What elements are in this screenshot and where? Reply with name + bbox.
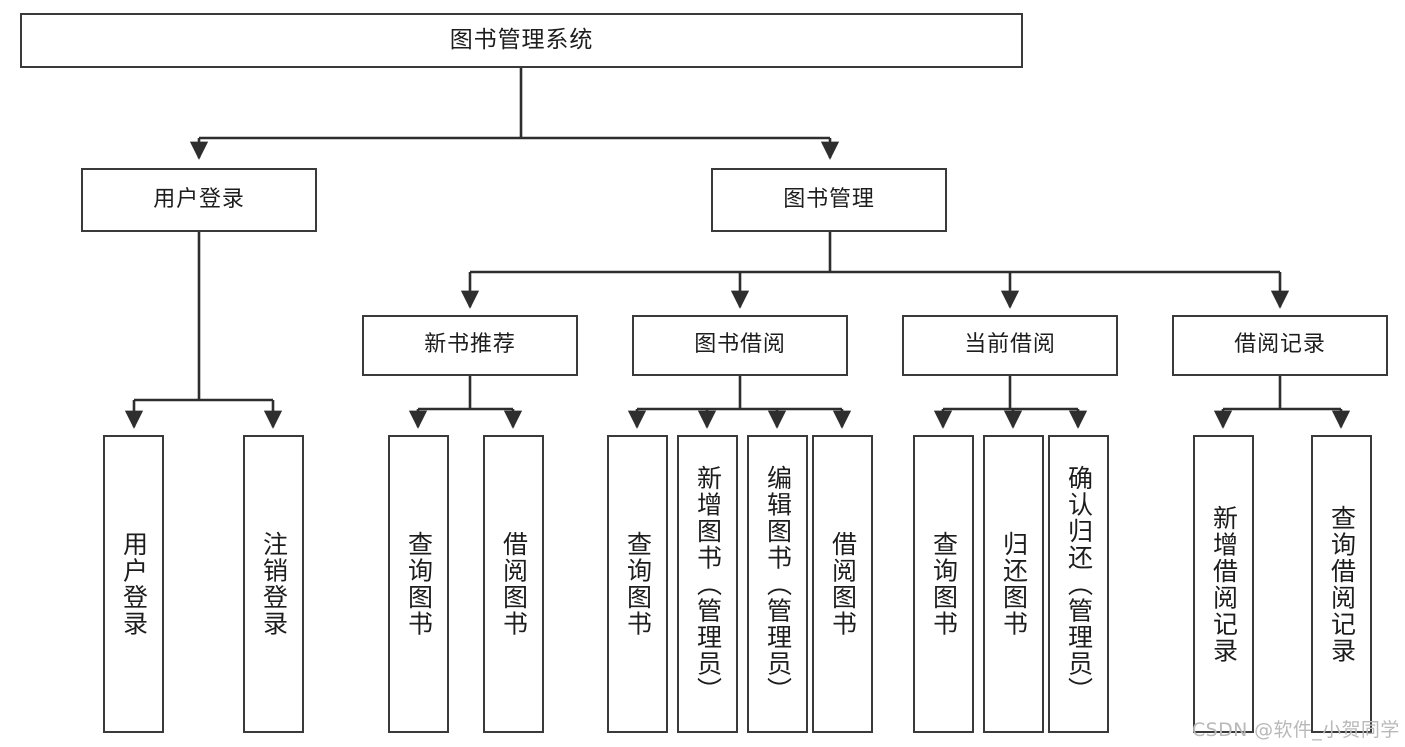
leaf-edit-book-admin-label: 编辑图书（管理员） — [763, 464, 793, 704]
node-book-management[interactable]: 图书管理 — [711, 168, 947, 232]
node-new-book-recommend-label: 新书推荐 — [424, 332, 516, 358]
leaf-borrow-book-label: 借阅图书 — [828, 531, 858, 637]
leaf-query-book-current[interactable]: 查询图书 — [913, 435, 974, 733]
leaf-confirm-return-admin[interactable]: 确认归还（管理员） — [1048, 435, 1109, 733]
node-book-management-label: 图书管理 — [783, 186, 875, 212]
leaf-borrow-book-recommend[interactable]: 借阅图书 — [483, 435, 544, 733]
leaf-borrow-book[interactable]: 借阅图书 — [812, 435, 873, 733]
node-user-login[interactable]: 用户登录 — [81, 168, 317, 232]
node-borrow-record-label: 借阅记录 — [1234, 332, 1326, 358]
node-user-login-label: 用户登录 — [153, 186, 245, 212]
leaf-query-book-borrow-label: 查询图书 — [623, 531, 653, 637]
leaf-query-borrow-record[interactable]: 查询借阅记录 — [1311, 435, 1372, 733]
leaf-return-book[interactable]: 归还图书 — [983, 435, 1044, 733]
leaf-add-borrow-record[interactable]: 新增借阅记录 — [1193, 435, 1254, 733]
watermark-text: CSDN @软件_小贺同学 — [1192, 719, 1400, 741]
leaf-user-login[interactable]: 用户登录 — [103, 435, 164, 733]
node-book-borrow[interactable]: 图书借阅 — [632, 315, 848, 376]
leaf-query-book-recommend[interactable]: 查询图书 — [388, 435, 449, 733]
leaf-logout-label: 注销登录 — [259, 531, 289, 637]
node-root-label: 图书管理系统 — [449, 26, 594, 53]
node-new-book-recommend[interactable]: 新书推荐 — [362, 315, 578, 376]
leaf-borrow-book-recommend-label: 借阅图书 — [499, 531, 529, 637]
leaf-edit-book-admin[interactable]: 编辑图书（管理员） — [747, 435, 808, 733]
leaf-add-book-admin[interactable]: 新增图书（管理员） — [677, 435, 738, 733]
node-borrow-record[interactable]: 借阅记录 — [1172, 315, 1388, 376]
leaf-confirm-return-admin-label: 确认归还（管理员） — [1064, 464, 1094, 704]
node-root[interactable]: 图书管理系统 — [20, 13, 1023, 68]
leaf-query-book-current-label: 查询图书 — [929, 531, 959, 637]
node-current-borrow-label: 当前借阅 — [964, 332, 1056, 358]
leaf-query-book-recommend-label: 查询图书 — [404, 531, 434, 637]
leaf-logout[interactable]: 注销登录 — [243, 435, 304, 733]
leaf-add-borrow-record-label: 新增借阅记录 — [1209, 504, 1239, 664]
leaf-query-book-borrow[interactable]: 查询图书 — [607, 435, 668, 733]
leaf-user-login-label: 用户登录 — [119, 531, 149, 637]
node-book-borrow-label: 图书借阅 — [694, 332, 786, 358]
leaf-add-book-admin-label: 新增图书（管理员） — [693, 464, 723, 704]
leaf-return-book-label: 归还图书 — [999, 531, 1029, 637]
node-current-borrow[interactable]: 当前借阅 — [902, 315, 1118, 376]
leaf-query-borrow-record-label: 查询借阅记录 — [1327, 504, 1357, 664]
